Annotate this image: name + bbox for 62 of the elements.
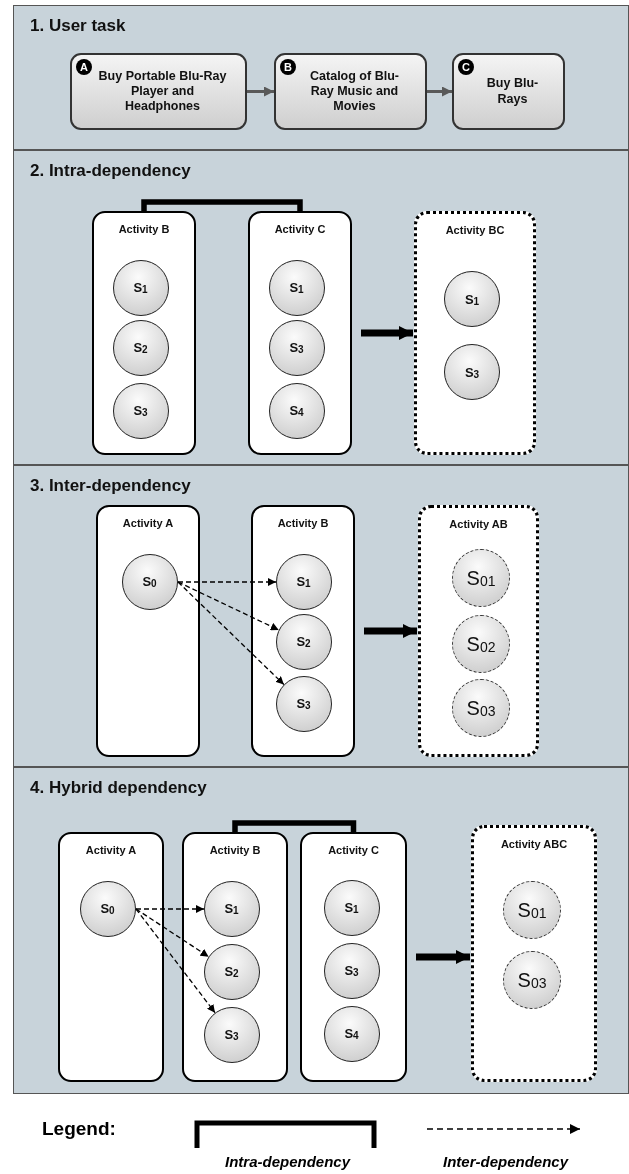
activity-title: Activity C <box>273 223 327 235</box>
activity-title: Activity B <box>276 517 330 529</box>
activity-box <box>182 832 288 1082</box>
activity-title: Activity A <box>84 844 138 856</box>
task-box <box>70 53 247 130</box>
letter-badge: A <box>76 59 92 75</box>
service-circle <box>444 344 500 400</box>
activity-title: Activity B <box>208 844 262 856</box>
merged-activity-box <box>471 825 597 1082</box>
merged-service-circle <box>452 615 510 673</box>
service-label: S$_{01}$ <box>517 898 547 922</box>
activity-title: Activity B <box>117 223 171 235</box>
intra-dependency-bracket <box>232 820 357 832</box>
service-label: S$_{01}$ <box>466 566 496 590</box>
section-heading: 2. Intra-dependency <box>30 161 191 181</box>
section-heading: 3. Inter-dependency <box>30 476 191 496</box>
legend-label: Intra-dependency <box>224 1153 352 1170</box>
activity-box <box>92 211 196 455</box>
activity-box <box>248 211 352 455</box>
section-heading: 4. Hybrid dependency <box>30 778 207 798</box>
activity-title: Activity C <box>327 844 380 856</box>
activity-title: Activity AB <box>448 518 509 530</box>
merged-activity-box <box>418 505 539 757</box>
merged-service-circle <box>452 549 510 607</box>
dependency-arrow <box>177 578 277 586</box>
activity-title: Activity ABC <box>499 838 569 850</box>
service-label: S$_{03}$ <box>517 968 547 992</box>
section-panel <box>13 5 629 150</box>
merged-service-circle <box>503 951 561 1009</box>
dependency-arrow <box>177 581 280 631</box>
dependency-arrow <box>135 905 205 913</box>
arrow <box>427 86 452 97</box>
section-heading: 1. User task <box>30 16 126 36</box>
activity-title: Activity BC <box>444 224 506 236</box>
section-panel <box>13 767 629 1094</box>
activity-title: Activity A <box>121 517 175 529</box>
activity-box <box>58 832 164 1082</box>
dependency-arrow <box>177 581 285 686</box>
service-label: S$_{03}$ <box>466 696 496 720</box>
task-label: Catalog of Blu-Ray Music and Movies <box>309 67 400 116</box>
legend-title: Legend: <box>42 1118 116 1140</box>
task-label: Buy Blu-Rays <box>485 75 540 108</box>
section-panel <box>13 150 629 465</box>
legend-label: Inter-dependency <box>442 1153 570 1170</box>
task-box <box>452 53 565 130</box>
arrow <box>247 86 274 97</box>
letter-badge: C <box>458 59 474 75</box>
intra-dependency-bracket <box>141 199 303 211</box>
dependency-arrow <box>135 908 210 958</box>
activity-box <box>96 505 200 757</box>
task-label: Buy Portable Blu-Ray Player and Headphones <box>97 67 228 116</box>
merged-service-circle <box>452 679 510 737</box>
activity-box <box>251 505 355 757</box>
activity-box <box>300 832 407 1082</box>
dependency-arrow <box>135 908 216 1014</box>
section-panel <box>13 465 629 767</box>
merged-activity-box <box>414 211 536 455</box>
service-circle <box>444 271 500 327</box>
merged-service-circle <box>503 881 561 939</box>
task-box <box>274 53 427 130</box>
letter-badge: B <box>280 59 296 75</box>
service-label: S$_{02}$ <box>466 632 496 656</box>
